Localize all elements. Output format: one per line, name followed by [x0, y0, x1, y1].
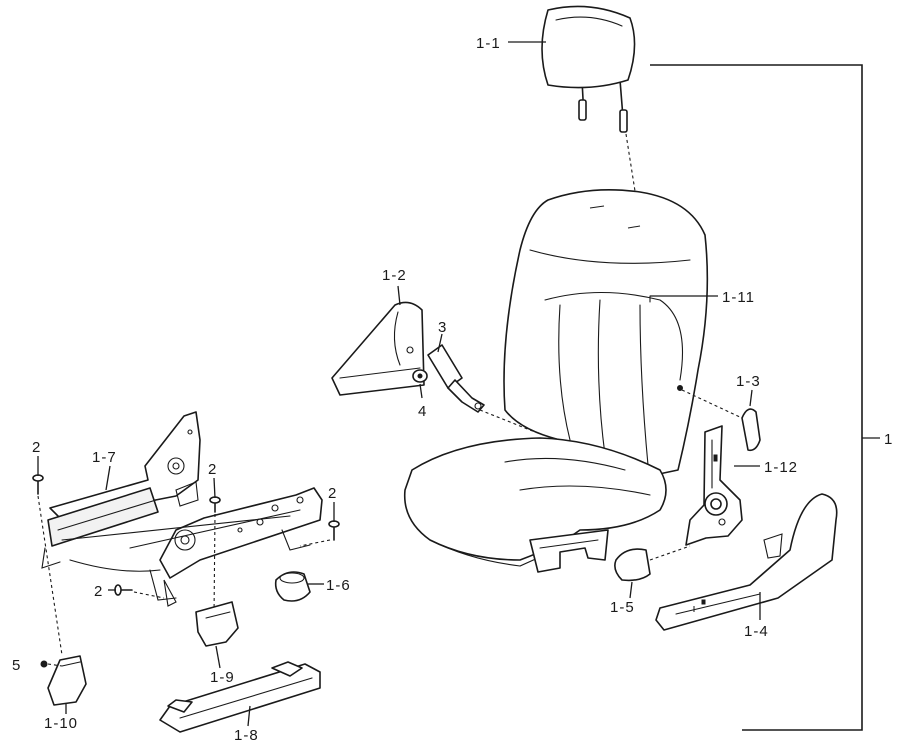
label-2-c: 2: [328, 485, 337, 502]
screw-5-guide: [47, 663, 63, 667]
label-1-12: 1-12: [764, 459, 798, 476]
bolt-2-guide-c: [299, 539, 331, 547]
label-2-a: 2: [32, 439, 41, 456]
cover-1-10: [47, 655, 87, 706]
bolt-4: [412, 369, 428, 383]
bolt-2-guide-d: [133, 591, 165, 599]
seat-back: [503, 188, 709, 479]
bolt-2-d: [114, 584, 133, 596]
bolt-2-b: [209, 496, 221, 513]
label-5: 5: [12, 657, 21, 674]
label-3: 3: [438, 319, 447, 336]
label-1-2: 1-2: [382, 267, 407, 284]
cap-1-6: [274, 571, 311, 602]
screw-5: [40, 660, 48, 668]
cover-1-5: [614, 548, 651, 582]
cushion-frame-wire: [529, 529, 609, 573]
recliner-knob-1-3: [741, 408, 761, 452]
seat-cushion: [403, 437, 667, 567]
label-1-4: 1-4: [744, 623, 769, 640]
seat-frame-1-7: [41, 411, 323, 607]
side-cover-1-2: [331, 301, 425, 396]
label-2-b: 2: [208, 461, 217, 478]
label-1: 1: [884, 431, 893, 448]
bolt-2-c: [328, 520, 340, 541]
headrest: [541, 5, 636, 133]
label-1-9: 1-9: [210, 669, 235, 686]
cover-guide-line: [649, 545, 691, 561]
belt-buckle-3: [427, 344, 485, 413]
bolt-2-guide-b: [213, 513, 216, 617]
label-1-8: 1-8: [234, 727, 259, 744]
rail-cover-1-8: [159, 661, 321, 733]
recliner-back-guide: [479, 409, 536, 433]
label-1-5: 1-5: [610, 599, 635, 616]
recliner-1-12: [685, 425, 743, 546]
screw-1-11: [677, 385, 683, 391]
bolt-2-guide-a: [37, 495, 63, 656]
assembly-bracket: [650, 64, 863, 731]
outer-side-shield-1-4: [655, 493, 838, 631]
bolt-2-a: [32, 474, 44, 495]
headrest-guide-line: [625, 133, 639, 211]
label-1-7: 1-7: [92, 449, 117, 466]
cover-1-9: [195, 601, 239, 647]
label-1-1: 1-1: [476, 35, 501, 52]
label-1-6: 1-6: [326, 577, 351, 594]
leader-lines: [37, 41, 761, 727]
label-4: 4: [418, 403, 427, 420]
recliner-guide-line: [681, 389, 743, 419]
label-1-3: 1-3: [736, 373, 761, 390]
label-2-d: 2: [94, 583, 103, 600]
label-1-11: 1-11: [722, 289, 755, 306]
label-1-10: 1-10: [44, 715, 78, 732]
